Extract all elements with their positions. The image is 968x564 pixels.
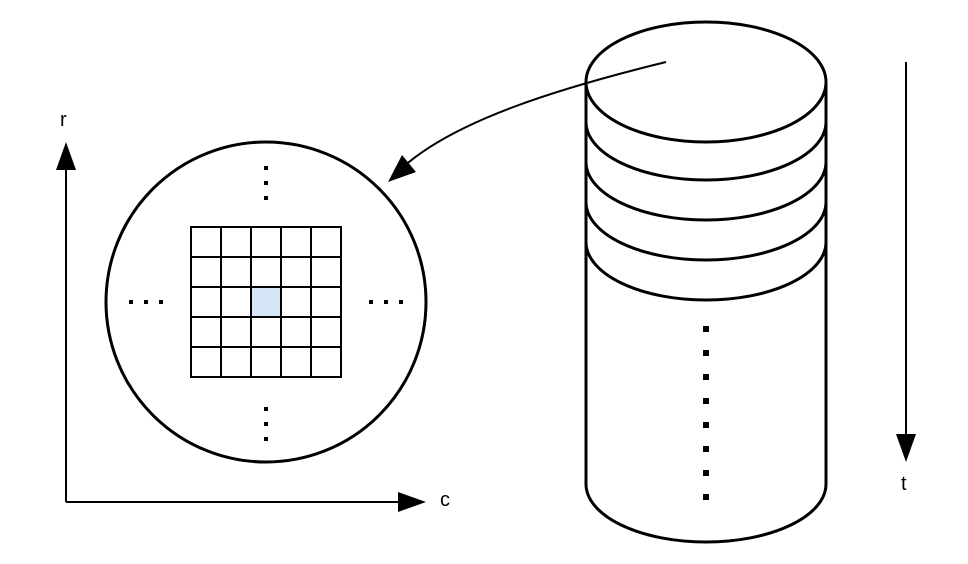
pixel-grid bbox=[190, 226, 342, 378]
r-axis-label: r bbox=[60, 109, 67, 131]
grid-cell-highlighted bbox=[250, 286, 282, 318]
grid-cell bbox=[190, 316, 222, 348]
grid-cell bbox=[190, 226, 222, 258]
magnified-circle bbox=[104, 140, 428, 464]
ellipsis-right bbox=[369, 300, 403, 304]
grid-cell bbox=[280, 226, 312, 258]
cylinder-layer-curve bbox=[584, 201, 828, 262]
cylinder-layer-curve bbox=[584, 161, 828, 222]
grid-cell bbox=[220, 346, 252, 378]
grid-cell bbox=[310, 316, 342, 348]
rc-axes: r c bbox=[56, 109, 450, 512]
grid-cell bbox=[190, 346, 222, 378]
grid-cell bbox=[220, 256, 252, 288]
grid-cell bbox=[310, 256, 342, 288]
grid-cell bbox=[280, 316, 312, 348]
zoom-arrow-head bbox=[388, 155, 416, 182]
c-axis-label: c bbox=[440, 489, 450, 511]
cylinder-bottom-curve bbox=[584, 483, 828, 544]
time-axis: t bbox=[896, 62, 916, 495]
grid-cell bbox=[220, 316, 252, 348]
grid-cell bbox=[190, 286, 222, 318]
cylinder-top-ellipse bbox=[584, 20, 828, 144]
c-axis-arrowhead bbox=[398, 492, 426, 512]
cylinder-ellipsis-dots bbox=[703, 326, 709, 500]
grid-cell bbox=[280, 256, 312, 288]
grid-cell bbox=[310, 286, 342, 318]
grid-cell bbox=[250, 316, 282, 348]
grid-cell bbox=[220, 226, 252, 258]
r-axis-arrowhead bbox=[56, 142, 76, 170]
ellipsis-left bbox=[129, 300, 163, 304]
grid-cell bbox=[310, 346, 342, 378]
magnified-frame bbox=[104, 140, 428, 464]
cylinder-layer-curve bbox=[584, 121, 828, 182]
grid-cell bbox=[310, 226, 342, 258]
frame-stack-cylinder bbox=[584, 20, 828, 544]
t-axis-label: t bbox=[901, 473, 907, 495]
grid-cell bbox=[280, 286, 312, 318]
ellipsis-top bbox=[264, 166, 268, 200]
cylinder-layers bbox=[584, 121, 828, 302]
grid-cell bbox=[280, 346, 312, 378]
cylinder-layer-curve bbox=[584, 241, 828, 302]
grid-cell bbox=[250, 256, 282, 288]
zoom-arrow bbox=[388, 61, 667, 182]
t-axis-arrowhead bbox=[896, 434, 916, 462]
ellipsis-bottom bbox=[264, 407, 268, 441]
grid-cell bbox=[250, 226, 282, 258]
zoom-arrow-curve bbox=[401, 61, 667, 169]
grid-cell bbox=[220, 286, 252, 318]
grid-cell bbox=[190, 256, 222, 288]
grid-cell bbox=[250, 346, 282, 378]
